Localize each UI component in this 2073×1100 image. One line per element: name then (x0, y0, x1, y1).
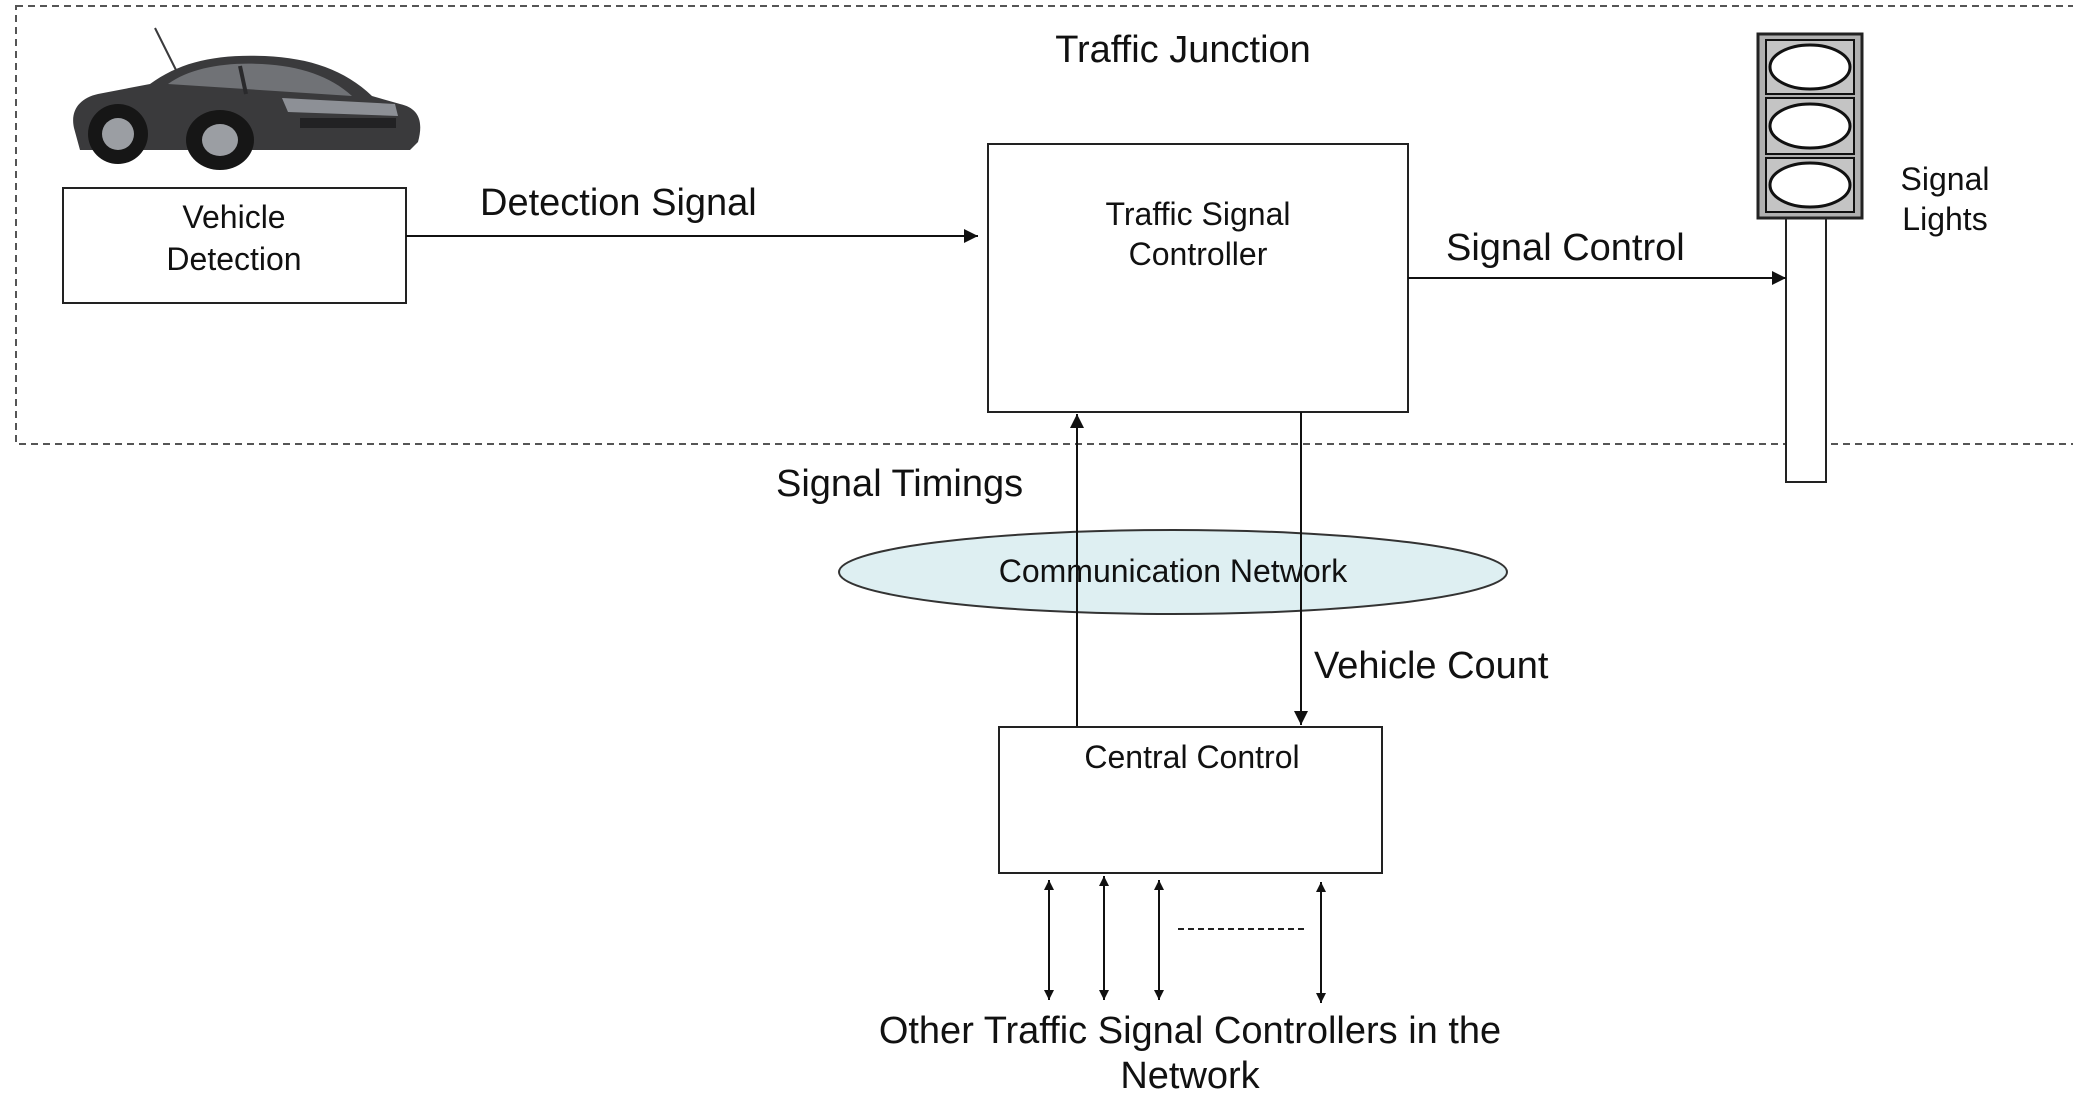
other-controllers-label-line2: Network (1120, 1055, 1260, 1095)
communication-network-label: Communication Network (999, 553, 1349, 589)
detection-signal-label: Detection Signal (480, 182, 757, 224)
central-control-box (998, 726, 1383, 874)
traffic-light-icon (1756, 32, 1864, 483)
other-controllers-label-line1: Other Traffic Signal Controllers in the (879, 1010, 1501, 1052)
vehicle-count-label: Vehicle Count (1314, 645, 1549, 687)
controller-label-line2: Controller (1129, 236, 1268, 272)
signal-lights-label-line1: Signal (1901, 161, 1990, 197)
central-control-label: Central Control (1084, 739, 1299, 775)
signal-control-label: Signal Control (1446, 227, 1685, 269)
car-icon (73, 27, 421, 170)
signal-lights-label-line2: Lights (1902, 201, 1987, 237)
junction-title: Traffic Junction (1055, 29, 1311, 71)
vehicle-detection-label-line2: Detection (166, 241, 301, 277)
vehicle-detection-label-line1: Vehicle (182, 199, 285, 235)
traffic-signal-controller-box (987, 143, 1409, 413)
communication-network-ellipse (838, 529, 1508, 615)
controller-label-line1: Traffic Signal (1106, 196, 1291, 232)
junction-boundary (15, 5, 2073, 445)
vehicle-detection-box (62, 187, 407, 304)
signal-timings-label: Signal Timings (776, 463, 1023, 505)
